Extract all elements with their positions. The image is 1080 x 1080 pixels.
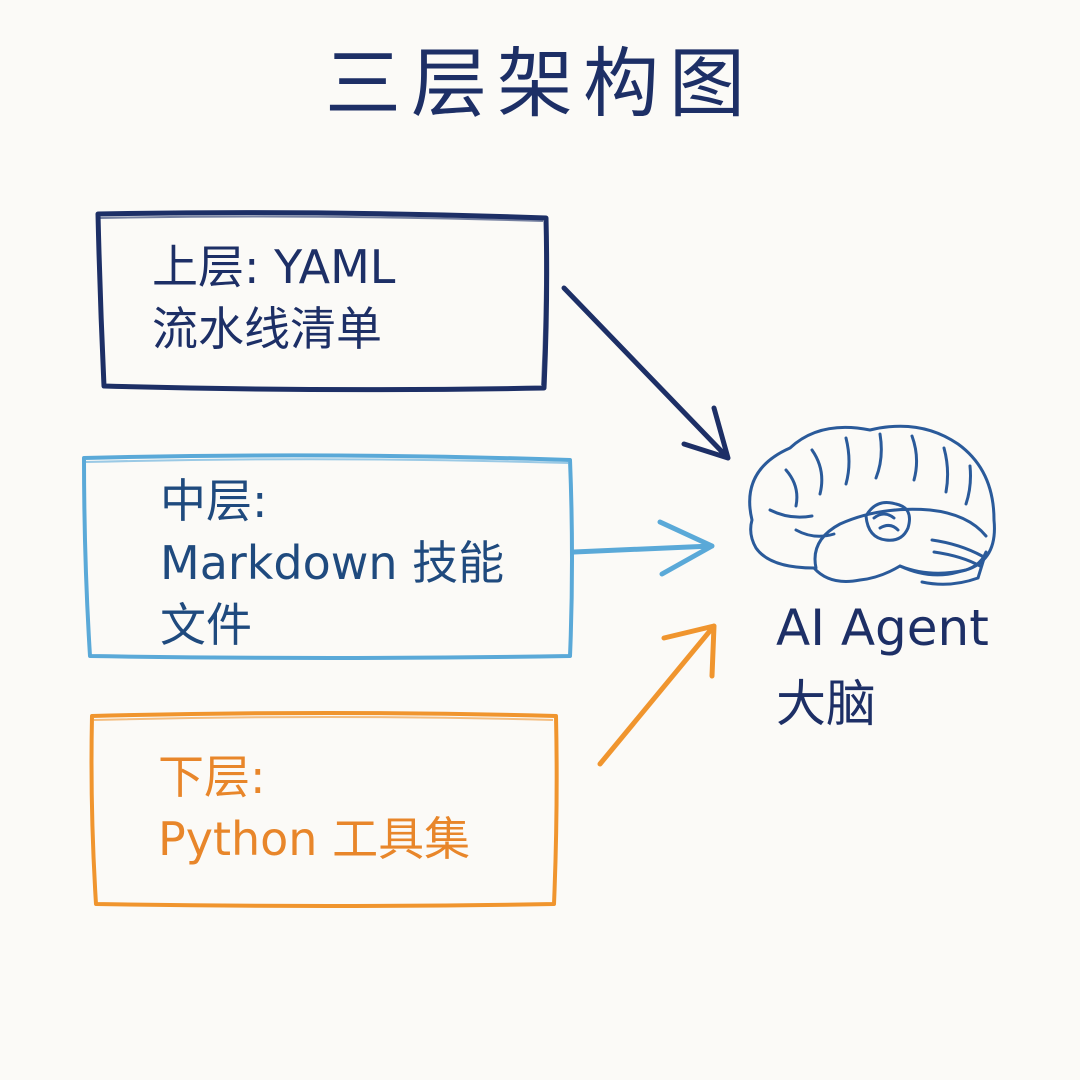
bottom-arrow bbox=[597, 623, 717, 767]
middle-layer-box-sketch bbox=[85, 458, 569, 464]
top-arrow bbox=[561, 285, 731, 461]
bottom-layer-box bbox=[89, 711, 559, 908]
bottom-layer-box-sketch bbox=[93, 716, 554, 721]
brain-label: AI Agent 大脑 bbox=[776, 599, 989, 733]
top-layer-box-sketch bbox=[99, 215, 547, 386]
brain-icon bbox=[748, 424, 996, 586]
middle-layer-box bbox=[82, 453, 574, 660]
diagram-title: 三层架构图 bbox=[325, 39, 755, 128]
top-layer-box bbox=[95, 210, 550, 393]
middle-arrow bbox=[571, 519, 715, 577]
bottom-layer-label: 下层: Python 工具集 bbox=[158, 750, 471, 866]
top-layer-label: 上层: YAML 流水线清单 bbox=[152, 240, 396, 356]
middle-layer-label: 中层: Markdown 技能 文件 bbox=[160, 474, 505, 652]
